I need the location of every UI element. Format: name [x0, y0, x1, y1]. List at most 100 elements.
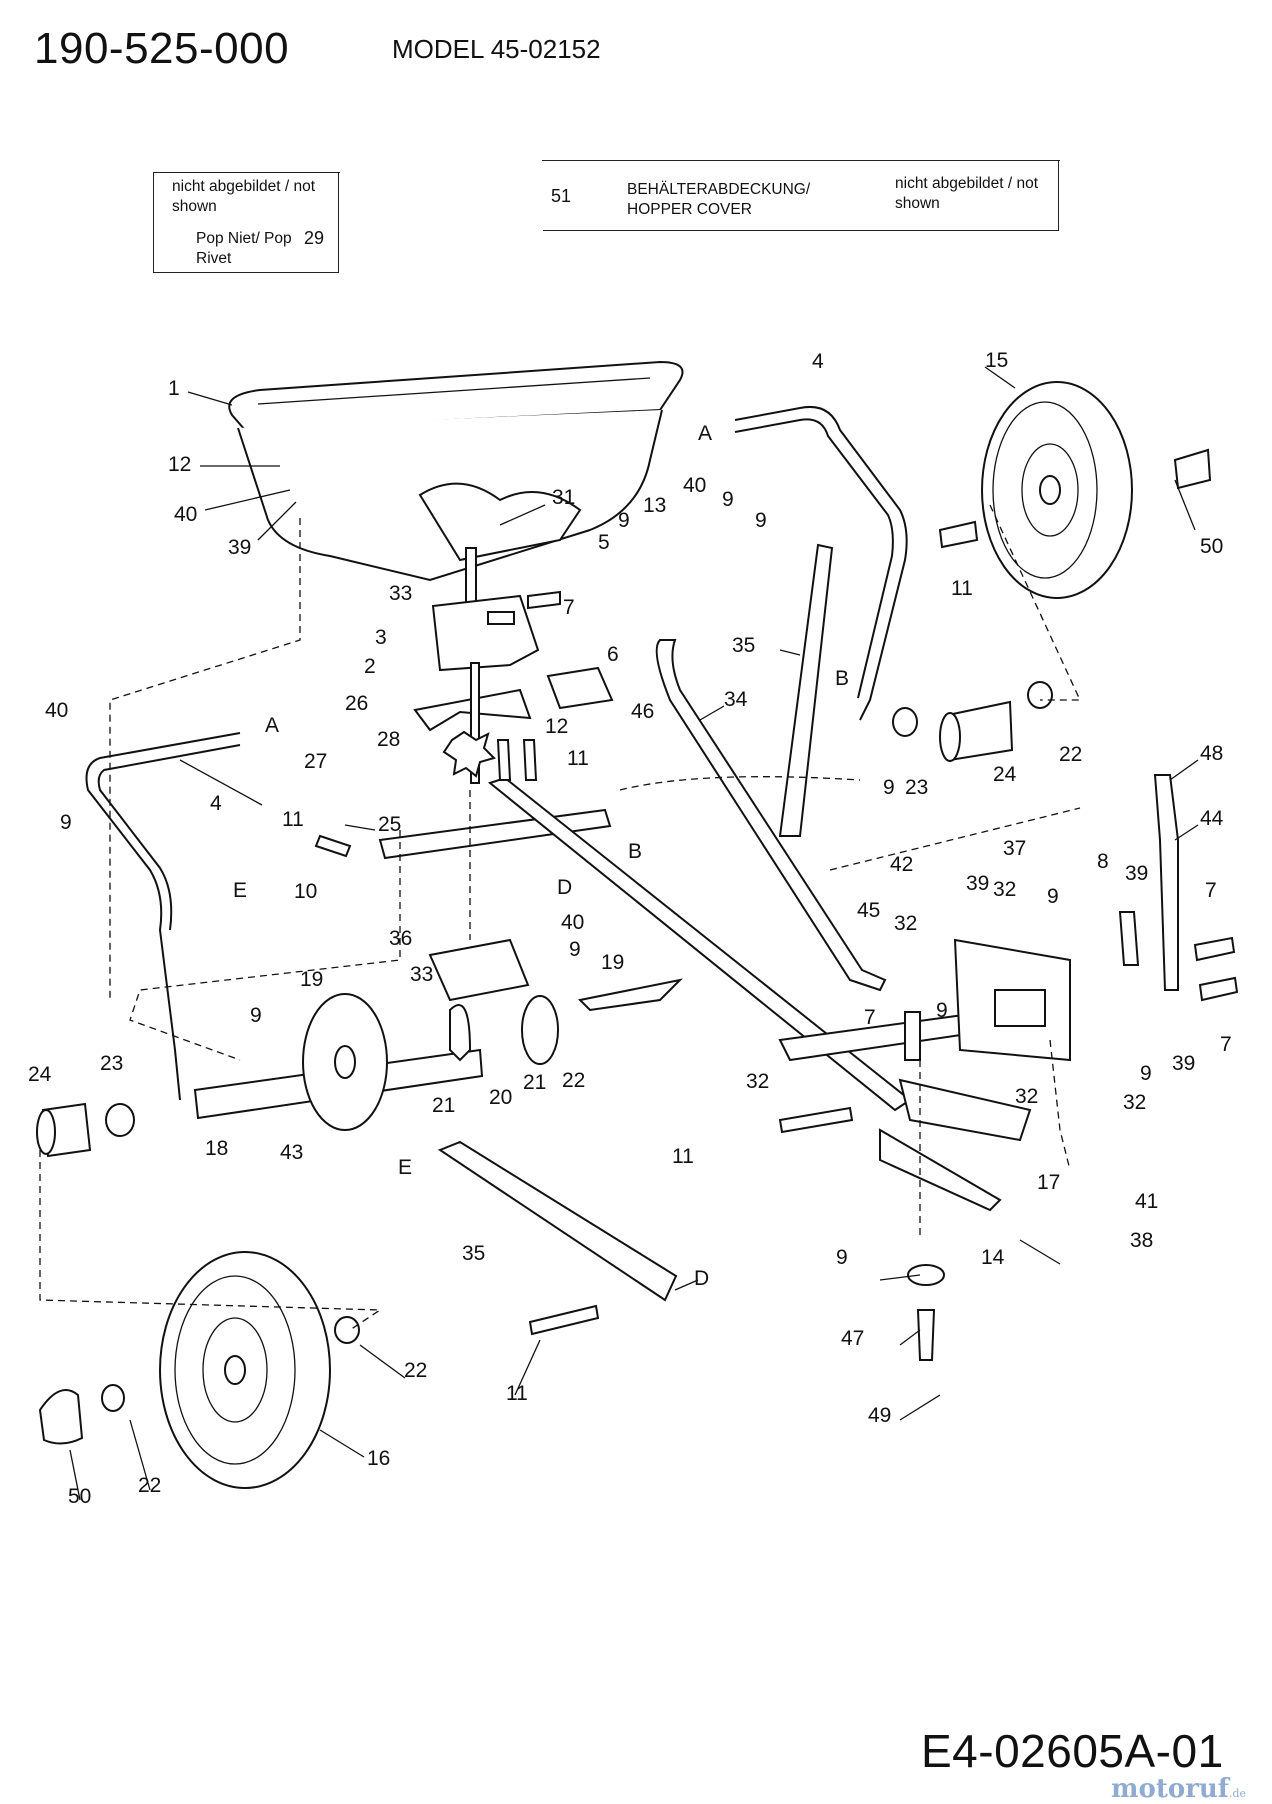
callout-31: 31 — [552, 486, 575, 509]
callout-49: 49 — [868, 1404, 891, 1427]
callout-9: 9 — [936, 999, 948, 1022]
callout-40: 40 — [683, 474, 706, 497]
callout-12: 12 — [545, 715, 568, 738]
callout-E: E — [398, 1156, 412, 1179]
callout-21: 21 — [523, 1071, 546, 1094]
part-name-hopper-cover: BEHÄLTERABDECKUNG/ HOPPER COVER — [627, 181, 811, 218]
callout-50: 50 — [1200, 535, 1223, 558]
part-number-29: 29 — [304, 228, 325, 248]
callout-9: 9 — [1047, 885, 1059, 908]
callout-11: 11 — [672, 1145, 694, 1168]
assembly-dashed-lines — [39, 504, 1082, 1331]
callout-9: 9 — [755, 509, 767, 532]
callout-41: 41 — [1135, 1190, 1158, 1213]
callout-2: 2 — [364, 655, 376, 678]
callout-37: 37 — [1003, 837, 1026, 860]
callout-14: 14 — [981, 1246, 1005, 1269]
callout-7: 7 — [1205, 879, 1217, 902]
callout-40: 40 — [561, 911, 584, 934]
callout-47: 47 — [841, 1327, 864, 1350]
callout-40: 40 — [45, 699, 68, 722]
callout-44: 44 — [1200, 807, 1224, 830]
bolts — [314, 520, 1239, 1336]
callout-22: 22 — [138, 1474, 161, 1497]
callout-20: 20 — [489, 1086, 512, 1109]
watermark-text: motoruf — [1111, 1774, 1229, 1804]
model-number: MODEL 45-02152 — [392, 34, 601, 64]
callout-34: 34 — [724, 688, 748, 711]
callout-32: 32 — [746, 1070, 769, 1093]
callout-35: 35 — [462, 1242, 485, 1265]
callout-25: 25 — [378, 813, 401, 836]
callout-21: 21 — [432, 1094, 455, 1117]
callout-42: 42 — [890, 853, 913, 876]
watermark-logo: motoruf.de — [1111, 1774, 1246, 1804]
agitator-assembly — [413, 547, 614, 1002]
callout-39: 39 — [1125, 862, 1148, 885]
callout-24: 24 — [993, 763, 1017, 786]
callout-9: 9 — [250, 1004, 262, 1027]
callout-28: 28 — [377, 728, 400, 751]
handle-right — [734, 406, 908, 837]
callout-9: 9 — [722, 488, 734, 511]
callout-27: 27 — [304, 750, 327, 773]
callout-39: 39 — [1172, 1052, 1195, 1075]
callout-12: 12 — [168, 453, 191, 476]
callout-9: 9 — [883, 776, 895, 799]
callout-9: 9 — [618, 509, 630, 532]
hopper — [228, 360, 684, 582]
callout-A: A — [698, 422, 712, 445]
wheel-right — [981, 381, 1133, 599]
not-shown-label: nicht abgebildet / not shown — [172, 178, 316, 215]
callout-9: 9 — [569, 938, 581, 961]
leader-lines — [69, 366, 1199, 1501]
callout-7: 7 — [1220, 1033, 1232, 1056]
callout-4: 4 — [812, 350, 824, 373]
callout-19: 19 — [601, 951, 624, 974]
callout-45: 45 — [857, 899, 880, 922]
callout-labels: 11240393191340994A155011576333226353446B… — [28, 349, 1232, 1508]
callout-32: 32 — [1123, 1091, 1146, 1114]
callout-D: D — [694, 1267, 709, 1290]
callout-B: B — [628, 840, 642, 863]
callout-A: A — [265, 714, 279, 737]
callout-35: 35 — [732, 634, 755, 657]
callout-36: 36 — [389, 927, 412, 950]
callout-7: 7 — [563, 596, 575, 619]
drawing-part-number: 190-525-000 — [34, 24, 290, 73]
bushings — [36, 448, 1212, 1445]
callout-46: 46 — [631, 700, 654, 723]
callout-19: 19 — [300, 968, 323, 991]
callout-7: 7 — [864, 1006, 876, 1029]
callout-26: 26 — [345, 692, 368, 715]
not-shown-label: nicht abgebildet / not shown — [895, 175, 1039, 212]
callout-4: 4 — [210, 792, 222, 815]
wheel-left — [159, 1251, 331, 1489]
callout-32: 32 — [894, 912, 917, 935]
callout-43: 43 — [280, 1141, 303, 1164]
callout-8: 8 — [1097, 850, 1109, 873]
frame-tubes — [193, 639, 1179, 1361]
callout-33: 33 — [410, 963, 433, 986]
callout-3: 3 — [375, 626, 387, 649]
callout-5: 5 — [598, 531, 610, 554]
callout-24: 24 — [28, 1063, 52, 1086]
callout-9: 9 — [1140, 1062, 1152, 1085]
callout-22: 22 — [1059, 743, 1082, 766]
callout-38: 38 — [1130, 1229, 1153, 1252]
callout-48: 48 — [1200, 742, 1223, 765]
callout-40: 40 — [174, 503, 197, 526]
callout-32: 32 — [1015, 1085, 1038, 1108]
callout-9: 9 — [60, 811, 72, 834]
callout-B: B — [835, 667, 849, 690]
callout-39: 39 — [966, 872, 989, 895]
callout-23: 23 — [905, 776, 928, 799]
not-shown-note-pop-rivet: nicht abgebildet / not shown Pop Niet/ P… — [152, 172, 340, 273]
callout-11: 11 — [282, 808, 304, 831]
callout-18: 18 — [205, 1137, 228, 1160]
drawing-code: E4-02605A-01 — [921, 1725, 1224, 1777]
callout-11: 11 — [567, 747, 589, 770]
callout-23: 23 — [100, 1052, 123, 1075]
callout-17: 17 — [1037, 1171, 1060, 1194]
